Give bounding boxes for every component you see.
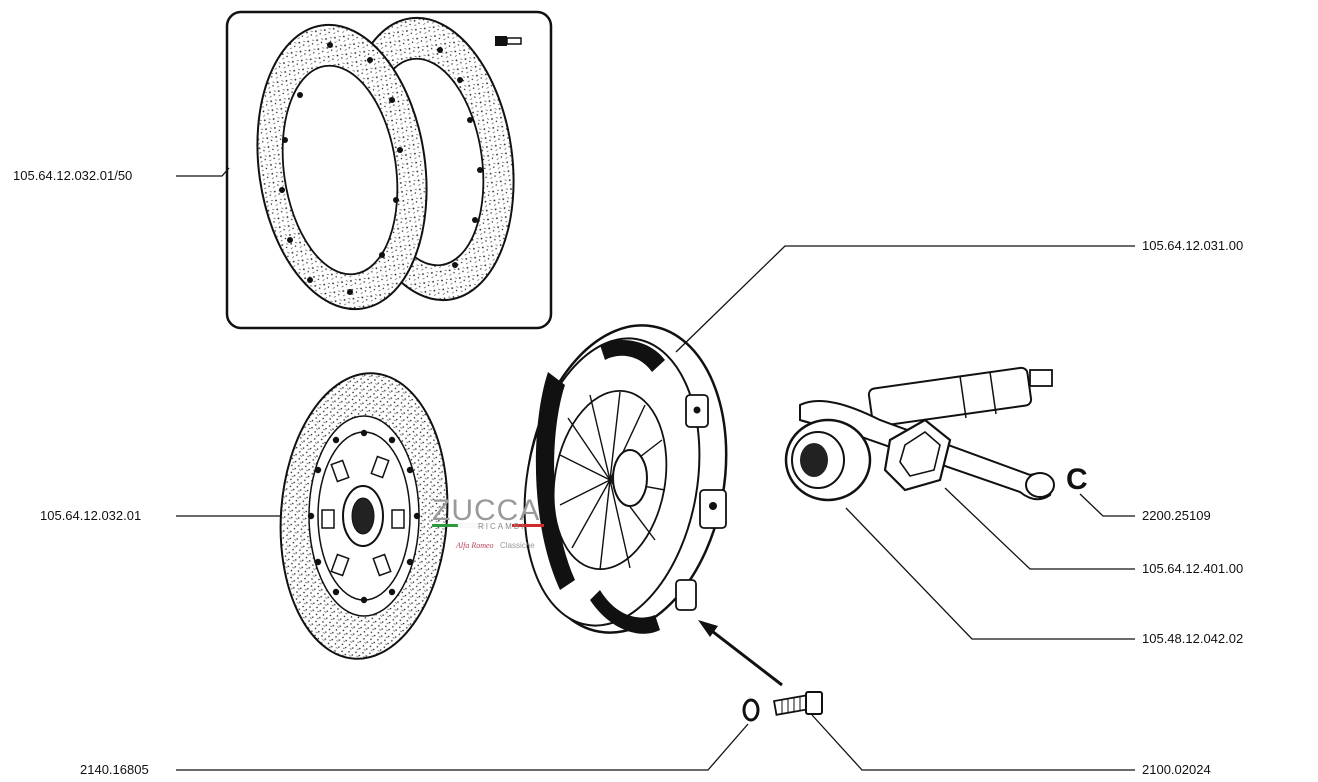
rivet-screw-icon	[495, 36, 522, 46]
watermark: ZUCCA RICAMBI Alfa Romeo Classiche	[432, 494, 544, 550]
pressure-plate	[523, 324, 728, 634]
watermark-brand: ZUCCA	[432, 494, 540, 527]
clutch-disc	[279, 372, 449, 660]
label-release-fork: 105.64.12.401.00	[1142, 561, 1243, 576]
leader-lines	[176, 167, 1135, 771]
part-labels: 105.64.12.032.01/50 105.64.12.031.00 105…	[13, 168, 1243, 777]
guide-tube	[867, 366, 1053, 428]
label-bolt: 2100.02024	[1142, 762, 1211, 777]
label-lining-kit: 105.64.12.032.01/50	[13, 168, 132, 183]
label-washer: 2140.16805	[80, 762, 149, 777]
label-release-bearing: 105.48.12.042.02	[1142, 631, 1243, 646]
clip-icon: C	[1066, 463, 1088, 496]
diaphragm-fingers	[559, 391, 666, 571]
watermark-sub: RICAMBI	[478, 522, 525, 531]
label-pressure-plate: 105.64.12.031.00	[1142, 238, 1243, 253]
watermark-tag2: Classiche	[500, 541, 535, 550]
release-fork	[799, 399, 1055, 501]
label-clutch-disc: 105.64.12.032.01	[40, 508, 141, 523]
assembly-arrow	[698, 620, 783, 687]
watermark-tag: Alfa Romeo	[455, 541, 494, 550]
release-bearing-assembly: C	[784, 366, 1088, 502]
disc-rivets	[307, 429, 421, 604]
lining-rivets	[279, 42, 483, 295]
label-clip: 2200.25109	[1142, 508, 1211, 523]
bolt	[773, 691, 823, 716]
lining-kit-box	[225, 10, 553, 330]
release-bearing	[784, 418, 872, 502]
washer	[742, 698, 760, 722]
disc-springs	[321, 455, 405, 577]
